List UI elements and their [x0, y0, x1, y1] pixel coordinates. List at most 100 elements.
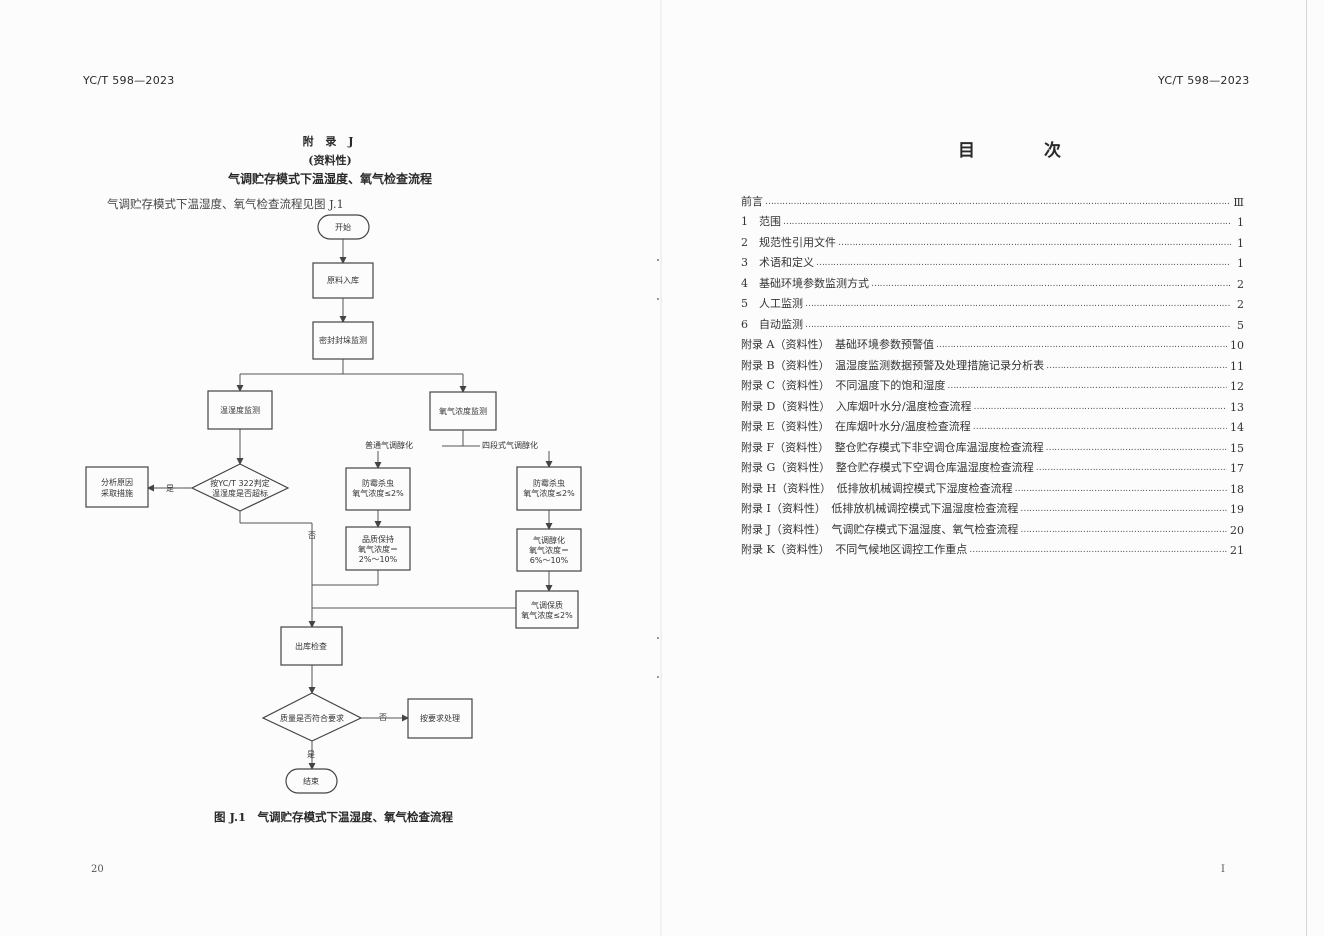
- toc-entry[interactable]: 附录 H（资料性） 低排放机械调控模式下湿度检查流程 18: [741, 475, 1244, 496]
- toc-entry-page: 2: [1237, 277, 1244, 291]
- raw-in-box: [312, 262, 374, 299]
- ordinary-label: 普通气调醇化: [365, 440, 413, 450]
- toc-title: 目 次: [958, 141, 1087, 161]
- right-page-header: YC/T 598—2023: [1158, 74, 1250, 87]
- toc-entry[interactable]: 附录 E（资料性） 在库烟叶水分/温度检查流程 14: [741, 414, 1244, 434]
- toc-entry[interactable]: 4 基础环境参数监测方式2: [741, 270, 1244, 291]
- left-box1-line2: 氧气浓度≤2%: [352, 488, 404, 498]
- toc-leader-dots: [805, 319, 1231, 332]
- toc-entry[interactable]: 附录 B（资料性） 温湿度监测数据预警及处理措施记录分析表11: [741, 352, 1244, 373]
- out-check-box: [280, 626, 343, 666]
- toc-entry-label: 附录 I（资料性） 低排放机械调控模式下温湿度检查流程: [741, 502, 1019, 515]
- toc-leader-dots: [765, 196, 1230, 209]
- raw-in-label: 原料入库: [327, 275, 359, 285]
- toc-entry[interactable]: 前言 Ⅲ: [741, 188, 1244, 209]
- appendix-type: (资料性): [308, 154, 352, 167]
- page-edge: [1306, 0, 1307, 936]
- scan-speck: [657, 259, 659, 261]
- appendix-title: 附 录 J: [302, 135, 358, 148]
- toc-leader-dots: [969, 544, 1227, 557]
- toc-entry-page: 2: [1237, 298, 1244, 311]
- toc-entry-label: 附录 H（资料性） 低排放机械调控模式下湿度检查流程: [741, 481, 1013, 495]
- toc-leader-dots: [838, 237, 1231, 250]
- toc-entry-label: 附录 D（资料性） 入库烟叶水分/温度检查流程: [741, 399, 972, 413]
- toc-leader-dots: [1020, 503, 1227, 516]
- left-oxygen-box-1: [345, 467, 411, 511]
- toc-entry-page: 17: [1230, 462, 1244, 475]
- toc-entry-page: 14: [1230, 421, 1244, 434]
- toc-entry[interactable]: 附录 D（资料性） 入库烟叶水分/温度检查流程 13: [741, 393, 1244, 414]
- scan-speck: [657, 637, 659, 639]
- toc-entry[interactable]: 附录 C（资料性） 不同温度下的饱和湿度 12: [741, 373, 1244, 393]
- toc-entry[interactable]: 附录 G（资料性） 整仓贮存模式下空调仓库温湿度检查流程 17: [741, 455, 1244, 475]
- toc-entry[interactable]: 2 规范性引用文件1: [741, 229, 1244, 250]
- toc-leader-dots: [1020, 524, 1227, 537]
- left-page-header: YC/T 598—2023: [83, 74, 175, 87]
- decision1-label-line1: 按YC/T 322判定: [210, 478, 269, 488]
- toc-entry-page: 12: [1230, 380, 1244, 393]
- right-oxygen-box-3: [515, 590, 579, 629]
- toc-entry-label: 2 规范性引用文件: [741, 235, 836, 249]
- toc-entry-label: 附录 A（资料性） 基础环境参数预警值: [741, 338, 934, 351]
- left-box1-line1: 防霉杀虫: [362, 478, 394, 488]
- toc-leader-dots: [1015, 483, 1227, 496]
- four-stage-label: 四段式气调醇化: [482, 440, 538, 450]
- toc-entry-label: 附录 E（资料性） 在库烟叶水分/温度检查流程: [741, 420, 971, 433]
- toc-leader-dots: [1036, 462, 1227, 475]
- toc-entry-label: 前言: [741, 194, 763, 208]
- toc-entry[interactable]: 附录 A（资料性） 基础环境参数预警值 10: [741, 332, 1244, 352]
- decision2-yes-label: 是: [307, 750, 315, 759]
- analyze-label-line1: 分析原因: [101, 477, 133, 487]
- decision1-yes-label: 是: [166, 484, 174, 493]
- decision1-label-line2: 温湿度是否超标: [212, 488, 268, 498]
- decision2-label: 质量是否符合要求: [280, 713, 344, 723]
- toc-entry-page: 18: [1230, 482, 1244, 496]
- toc-entry-page: 13: [1230, 400, 1244, 414]
- toc-entry-label: 附录 G（资料性） 整仓贮存模式下空调仓库温湿度检查流程: [741, 461, 1034, 474]
- left-box2-line2: 氧气浓度＝: [358, 544, 398, 554]
- right-box1-line2: 氧气浓度≤2%: [523, 488, 575, 498]
- toc-entry-label: 附录 C（资料性） 不同温度下的饱和湿度: [741, 379, 946, 392]
- scan-speck: [657, 676, 659, 678]
- handle-label: 按要求处理: [420, 713, 460, 723]
- toc-entry-page: Ⅲ: [1233, 195, 1244, 209]
- toc-entry[interactable]: 附录 I（资料性） 低排放机械调控模式下温湿度检查流程19: [741, 496, 1244, 516]
- right-page-number: I: [1221, 864, 1225, 875]
- oxygen-monitor-label: 氧气浓度监测: [439, 406, 487, 416]
- right-box1-line1: 防霉杀虫: [533, 478, 565, 488]
- toc-leader-dots: [1046, 360, 1227, 373]
- toc-leader-dots: [805, 298, 1231, 311]
- out-check-label: 出库检查: [295, 641, 327, 651]
- toc-entry-page: 1: [1237, 257, 1244, 270]
- toc-entry[interactable]: 3 术语和定义1: [741, 250, 1244, 270]
- seal-label: 密封封垛监测: [319, 335, 367, 345]
- toc-entry-page: 15: [1230, 441, 1244, 455]
- left-page-number: 20: [91, 864, 104, 875]
- seal-box: [312, 321, 374, 360]
- toc-entry[interactable]: 附录 K（资料性） 不同气候地区调控工作重点21: [741, 537, 1244, 557]
- toc-entry[interactable]: 附录 F（资料性） 整仓贮存模式下非空调仓库温湿度检查流程15: [741, 434, 1244, 455]
- toc-entry-page: 10: [1230, 339, 1244, 352]
- right-box3-line1: 气调保质: [531, 600, 563, 610]
- right-oxygen-box-2: [516, 528, 582, 572]
- intro-text: 气调贮存模式下温湿度、氧气检查流程见图 J.1: [107, 197, 344, 211]
- toc-entry-page: 5: [1237, 318, 1244, 332]
- four-stage-label-bg: [480, 439, 552, 451]
- toc-entry-label: 1 范围: [741, 215, 781, 228]
- right-box3-line2: 氧气浓度≤2%: [521, 610, 573, 620]
- toc-entry[interactable]: 5 人工监测 2: [741, 291, 1244, 311]
- right-box2-line1: 气调醇化: [533, 535, 565, 545]
- figure-caption: 图 J.1 气调贮存模式下温湿度、氧气检查流程: [214, 810, 454, 824]
- toc-leader-dots: [947, 380, 1227, 393]
- toc-entry-label: 附录 J（资料性） 气调贮存模式下温湿度、氧气检查流程: [741, 522, 1019, 536]
- end-label: 结束: [303, 776, 319, 786]
- toc-entry[interactable]: 6 自动监测5: [741, 311, 1244, 332]
- handle-box: [407, 698, 473, 739]
- temp-monitor-label: 温湿度监测: [220, 405, 260, 415]
- decision1-no-label: 否: [308, 531, 316, 540]
- toc-leader-dots: [783, 216, 1231, 229]
- toc-entry[interactable]: 1 范围1: [741, 209, 1244, 229]
- toc-entry-label: 5 人工监测: [741, 297, 803, 310]
- toc-entry-page: 11: [1230, 359, 1244, 373]
